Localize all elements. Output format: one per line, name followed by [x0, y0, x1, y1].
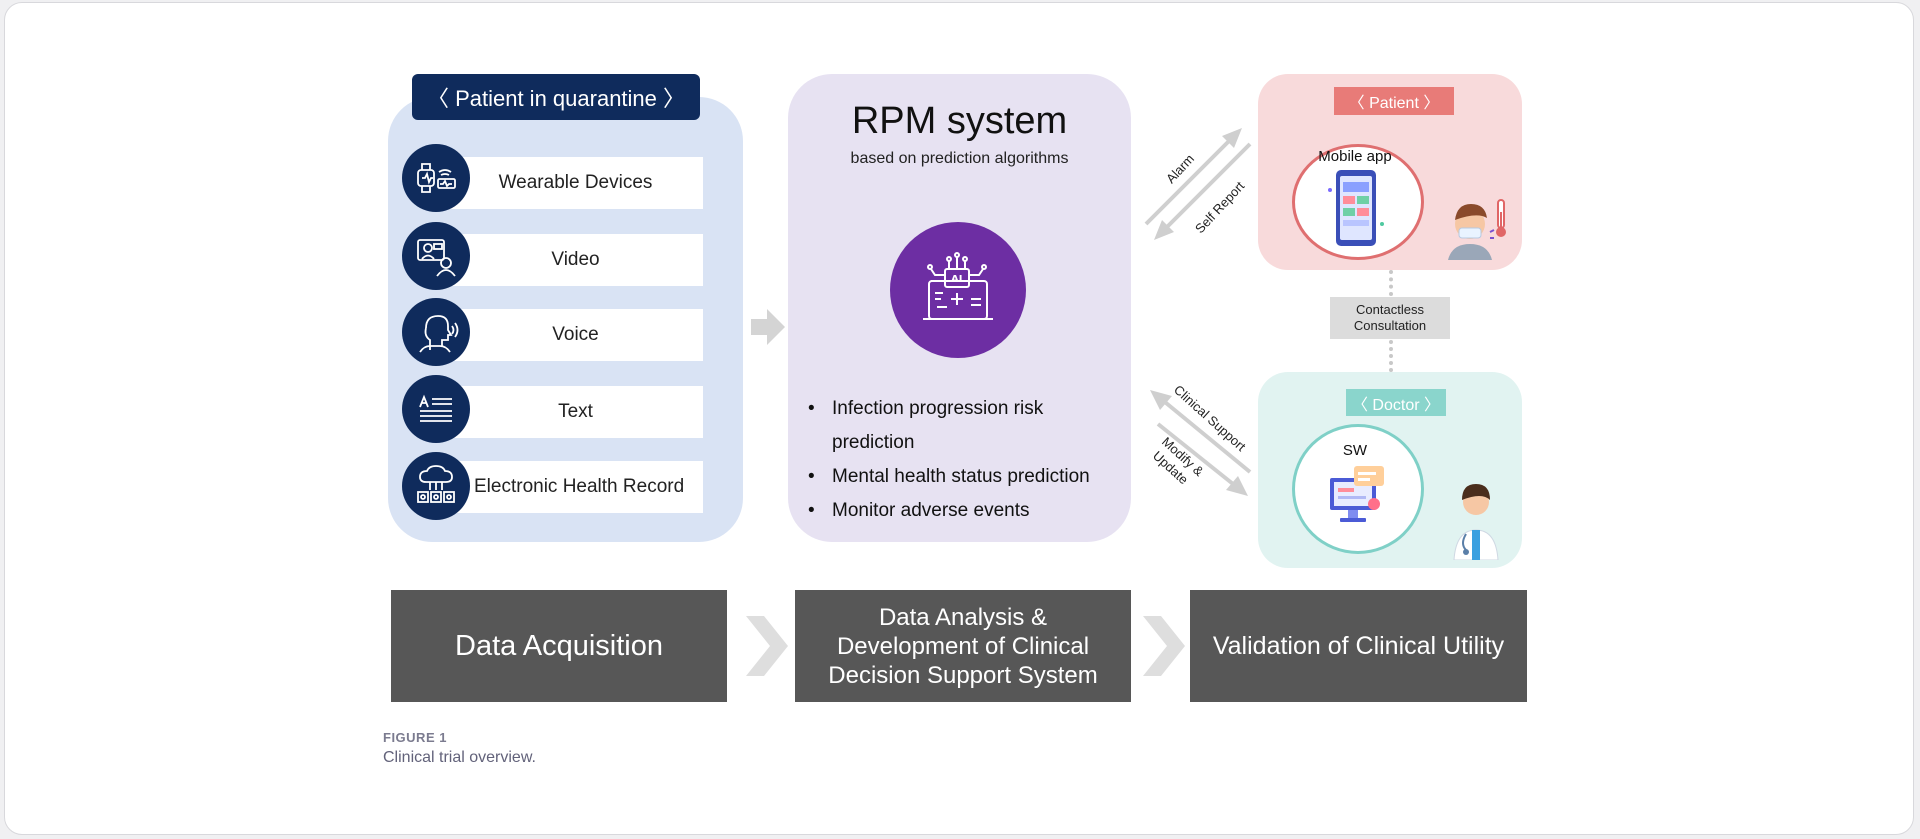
source-label: Wearable Devices	[498, 172, 653, 193]
bullet-item: Mental health status prediction	[800, 460, 1120, 494]
prediction-bullet-list: Infection progression risk prediction Me…	[800, 392, 1120, 528]
source-item-ehr: Electronic Health Record	[448, 461, 703, 513]
source-item-text: Text	[448, 386, 703, 438]
smartphone-icon	[1328, 170, 1384, 246]
source-label: Text	[558, 401, 593, 422]
source-item-wearable-devices: Wearable Devices	[448, 157, 703, 209]
health-record-icon	[402, 452, 470, 520]
figure-label: FIGURE 1	[383, 730, 447, 745]
doctor-label: 〈 Doctor 〉	[1346, 389, 1446, 416]
svg-text:AI: AI	[951, 274, 962, 285]
phase-data-analysis: Data Analysis & Development of Clinical …	[795, 590, 1131, 702]
consultation-line: Consultation	[1353, 318, 1427, 333]
figure-caption: Clinical trial overview.	[383, 749, 536, 766]
source-label: Electronic Health Record	[474, 476, 685, 497]
consultation-connector	[1389, 270, 1393, 296]
phase-label-line: Development of Clinical	[836, 632, 1090, 660]
source-label: Video	[551, 249, 600, 270]
phase-label-line: Data Analysis &	[878, 603, 1048, 631]
software-monitor-icon	[1330, 466, 1384, 522]
phase-label: Validation of Clinical Utility	[1212, 631, 1505, 660]
phase-label: Data Acquisition	[455, 629, 663, 662]
flow-arrow-icon	[751, 309, 785, 345]
text-document-icon	[402, 375, 470, 443]
rpm-system-title: RPM system	[851, 100, 1068, 142]
sick-patient-icon	[1448, 199, 1506, 260]
patient-in-quarantine-title: 〈 Patient in quarantine 〉	[412, 74, 700, 120]
rpm-system-subtitle: based on prediction algorithms	[850, 150, 1069, 167]
video-call-icon	[402, 222, 470, 290]
consultation-line: Contactless	[1356, 302, 1424, 317]
contactless-consultation-label: Contactless Consultation	[1330, 297, 1450, 339]
bullet-item: Infection progression risk prediction	[800, 392, 1120, 460]
ai-chip-icon: AI	[890, 222, 1026, 358]
chevron-right-icon	[1143, 616, 1185, 676]
bullet-item: Monitor adverse events	[800, 494, 1120, 528]
mobile-app-label: Mobile app	[1318, 148, 1392, 165]
voice-icon	[402, 298, 470, 366]
patient-label: 〈 Patient 〉	[1334, 87, 1454, 115]
sw-label: SW	[1342, 442, 1368, 459]
phase-data-acquisition: Data Acquisition	[391, 590, 727, 702]
clinical-support-arrows	[1150, 390, 1252, 496]
source-label: Voice	[552, 324, 599, 345]
alarm-selfreport-arrows	[1144, 128, 1252, 240]
doctor-icon	[1453, 484, 1499, 560]
phase-validation: Validation of Clinical Utility	[1190, 590, 1527, 702]
consultation-connector	[1389, 340, 1393, 372]
source-item-voice: Voice	[448, 309, 703, 361]
chevron-right-icon	[746, 616, 788, 676]
smartwatch-icon	[402, 144, 470, 212]
phase-label-line: Decision Support System	[828, 661, 1098, 689]
source-item-video: Video	[448, 234, 703, 286]
